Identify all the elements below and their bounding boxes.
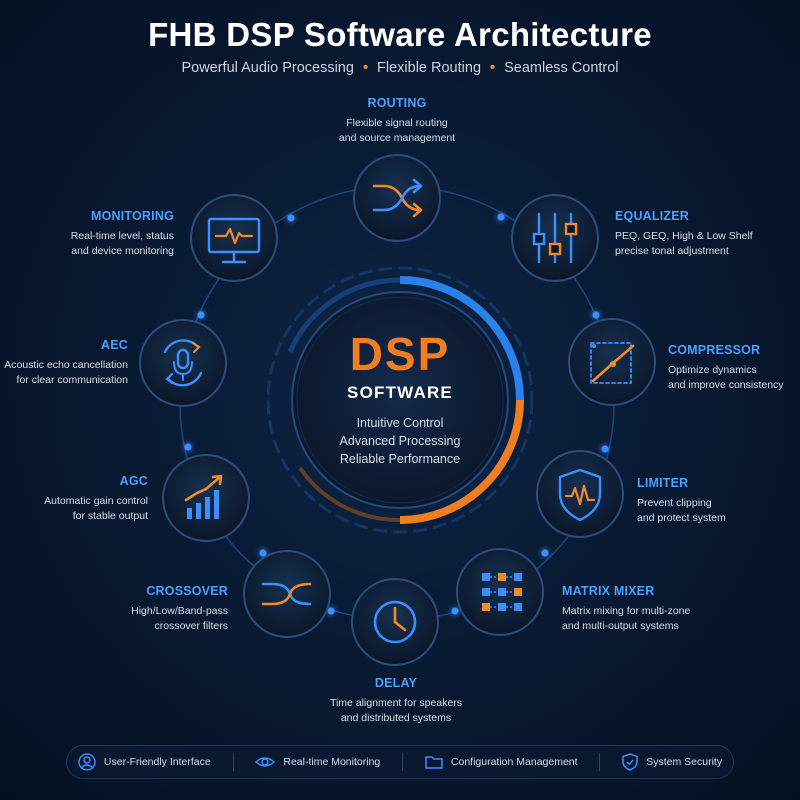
page-subtitle: Powerful Audio Processing • Flexible Routi… [0, 60, 800, 76]
label-title: AGC [119, 474, 148, 488]
feature-bar: User-Friendly Interface Real-time Monito… [66, 745, 734, 779]
label-desc: PEQ, GEQ, High & Low Shelf precise tonal… [615, 230, 753, 257]
subtitle-dot: • [490, 60, 496, 76]
user-icon [78, 753, 96, 771]
label-desc: Prevent clipping and protect system [637, 497, 726, 524]
page-title: FHB DSP Software Architecture [148, 16, 652, 53]
orbit-dot [327, 607, 335, 615]
feature-divider [232, 753, 234, 771]
label-equalizer: EQUALIZER PEQ, GEQ, High & Low Shelf pre… [615, 209, 795, 259]
label-agc: AGC Automatic gain control for stable ou… [8, 474, 148, 524]
orbit-dots [184, 213, 609, 615]
label-desc: High/Low/Band-pass crossover filters [131, 605, 228, 632]
subtitle-item: Powerful Audio Processing [181, 60, 354, 76]
label-crossover: CROSSOVER High/Low/Band-pass crossover f… [58, 584, 228, 634]
label-matrix-mixer: MATRIX MIXER Matrix mixing for multi-zon… [562, 584, 762, 634]
subtitle-item: Seamless Control [504, 60, 619, 76]
folder-icon [425, 756, 443, 769]
orbit-dot [601, 445, 609, 453]
node-limiter [536, 450, 624, 538]
label-title: LIMITER [637, 476, 689, 490]
node-equalizer [511, 194, 599, 282]
label-desc: Real-time level, status and device monit… [70, 230, 174, 257]
feature-divider [402, 753, 404, 771]
feature-item: Configuration Management [425, 754, 578, 770]
core-point: Advanced Processing [339, 434, 461, 448]
subtitle-item: Flexible Routing [377, 60, 482, 76]
label-desc: Matrix mixing for multi-zone and multi-o… [562, 605, 691, 632]
label-routing: ROUTING Flexible signal routing and sour… [297, 96, 497, 146]
feature-divider [599, 753, 601, 771]
label-desc: Optimize dynamics and improve consistenc… [668, 364, 784, 391]
matrix-grid-icon [482, 573, 522, 611]
label-desc: Acoustic echo cancellation for clear com… [4, 359, 128, 386]
compression-curve-icon [590, 342, 635, 384]
label-title: DELAY [374, 676, 418, 690]
orbit-dot [184, 443, 192, 451]
label-delay: DELAY Time alignment for speakers and di… [296, 676, 496, 726]
label-desc: Time alignment for speakers and distribu… [329, 697, 463, 724]
crossover-icon [261, 582, 312, 606]
label-compressor: COMPRESSOR Optimize dynamics and improve… [668, 343, 798, 393]
node-aec [139, 319, 227, 407]
label-aec: AEC Acoustic echo cancellation for clear… [4, 338, 128, 388]
core-subtitle: SOFTWARE [347, 383, 453, 402]
orbit-dot [497, 213, 505, 221]
shield-check-icon [622, 753, 638, 771]
label-title: MONITORING [90, 209, 174, 223]
orbit-dot [541, 549, 549, 557]
monitor-pulse-icon [207, 217, 261, 264]
node-monitoring [190, 194, 278, 282]
bar-growth-icon [184, 474, 223, 519]
subtitle-dot: • [362, 60, 369, 76]
orbit-dot [451, 607, 459, 615]
feature-item: User-Friendly Interface [78, 753, 211, 771]
node-matrix-mixer [456, 548, 544, 636]
label-limiter: LIMITER Prevent clipping and protect sys… [637, 476, 787, 526]
label-monitoring: MONITORING Real-time level, status and d… [14, 209, 174, 259]
label-desc: Automatic gain control for stable output [44, 495, 148, 522]
feature-label: User-Friendly Interface [103, 756, 211, 768]
label-title: CROSSOVER [146, 584, 228, 598]
node-routing [353, 154, 441, 242]
orbit-dot [259, 549, 267, 557]
node-agc [162, 454, 250, 542]
feature-label: Real-time Monitoring [283, 756, 381, 768]
node-crossover [243, 550, 331, 638]
feature-label: Configuration Management [450, 756, 578, 768]
label-title: EQUALIZER [615, 209, 690, 223]
orbit-dot [287, 214, 295, 222]
shuffle-icon [372, 178, 423, 218]
label-desc: Flexible signal routing and source manag… [338, 117, 456, 144]
orbit-dot [197, 311, 205, 319]
eye-icon [255, 757, 276, 767]
shield-waveform-icon [558, 468, 602, 522]
label-title: ROUTING [367, 96, 427, 110]
node-delay [351, 578, 439, 666]
clock-icon [373, 600, 417, 644]
feature-item: Real-time Monitoring [255, 753, 380, 771]
feature-label: System Security [646, 756, 723, 768]
core-rings [266, 266, 534, 534]
label-title: MATRIX MIXER [562, 584, 655, 598]
core-point: Intuitive Control [356, 416, 444, 430]
feature-item: System Security [622, 753, 722, 771]
core-point: Reliable Performance [339, 452, 461, 466]
microphone-cycle-icon [163, 339, 203, 387]
core-title: DSP [349, 328, 451, 380]
node-compressor [568, 318, 656, 406]
core-points: Intuitive Control Advanced Processing Re… [300, 414, 500, 468]
sliders-icon [532, 212, 578, 264]
label-title: COMPRESSOR [668, 343, 761, 357]
label-title: AEC [101, 338, 128, 352]
orbit-dot [592, 311, 600, 319]
